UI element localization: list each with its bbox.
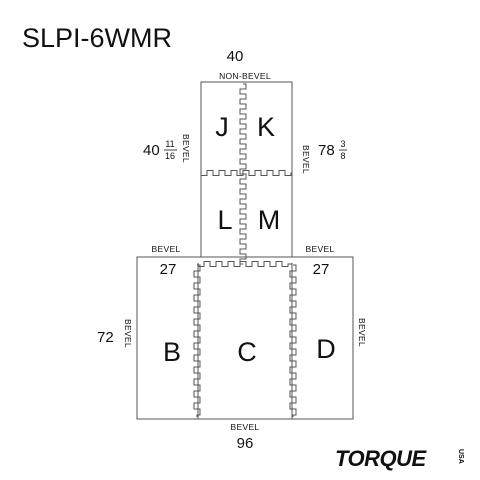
left-section-width-dimension: 27 — [160, 261, 177, 278]
middle-horizontal-interlock-seam — [197, 261, 292, 267]
right-side-edge-label: BEVEL — [357, 318, 367, 347]
upper-horizontal-interlock-seam — [200, 170, 292, 176]
left-side-edge-label: BEVEL — [123, 319, 133, 348]
tile-label-m: M — [258, 205, 281, 235]
logo-usa-text: USA — [457, 449, 464, 464]
tile-label-k: K — [257, 112, 275, 142]
left-height-dimension: 72 — [97, 329, 114, 346]
upper-right-dimension-whole: 78 — [318, 142, 335, 159]
right-section-width-dimension: 27 — [313, 261, 330, 278]
model-title: SLPI-6WMR — [22, 23, 172, 53]
bottom-edge-label: BEVEL — [231, 422, 260, 432]
lower-right-interlock-seam — [289, 264, 297, 417]
tile-label-j: J — [215, 112, 229, 142]
torque-usa-logo: TORQUE USA — [335, 446, 464, 471]
upper-left-dimension-whole: 40 — [143, 142, 160, 159]
tile-label-d: D — [316, 334, 336, 364]
upper-left-dimension-denominator: 16 — [165, 151, 175, 161]
tile-label-c: C — [237, 337, 257, 367]
right-section-top-edge-label: BEVEL — [306, 244, 335, 254]
lower-left-interlock-seam — [193, 264, 201, 417]
top-edge-label: NON-BEVEL — [219, 71, 271, 81]
tile-label-b: B — [163, 337, 181, 367]
upper-left-edge-label: BEVEL — [181, 134, 191, 163]
upper-left-dimension-numerator: 11 — [165, 139, 174, 149]
tile-label-l: L — [217, 205, 232, 235]
left-section-top-edge-label: BEVEL — [152, 244, 181, 254]
top-width-dimension: 40 — [227, 48, 244, 65]
upper-right-dimension-denominator: 8 — [340, 151, 345, 161]
lower-section-outline — [136, 256, 354, 420]
upper-right-edge-label: BEVEL — [301, 145, 311, 174]
upper-right-dimension-numerator: 3 — [340, 139, 345, 149]
bottom-width-dimension: 96 — [237, 435, 254, 452]
logo-brand-text: TORQUE — [335, 446, 428, 471]
